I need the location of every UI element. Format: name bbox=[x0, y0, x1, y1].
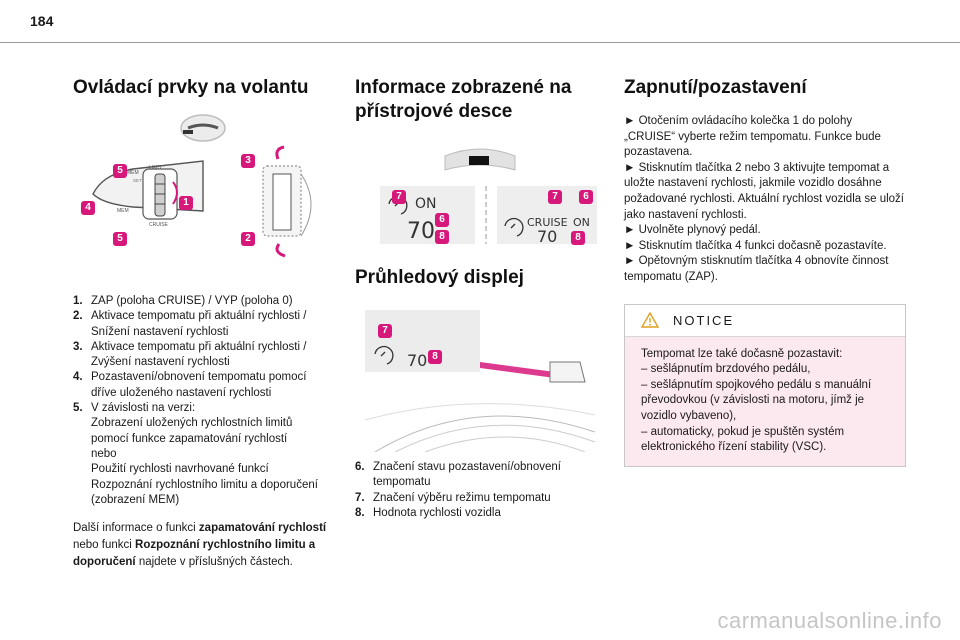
hud-svg: 70 bbox=[364, 310, 596, 453]
dashboard-illustration: ON 70 CRUISE ON 70 7 6 8 7 6 8 bbox=[355, 138, 605, 248]
badge-5-top: 5 bbox=[113, 164, 127, 178]
list-item: 8.Hodnota rychlosti vozidla bbox=[355, 506, 501, 519]
display-right-cruise: CRUISE bbox=[527, 216, 568, 229]
display-right-on: ON bbox=[573, 216, 590, 229]
hud-speed: 70 bbox=[407, 351, 427, 370]
badge-5-bottom: 5 bbox=[113, 232, 127, 246]
step-item: ► Uvolněte plynový pedál. bbox=[624, 224, 761, 237]
header-rule bbox=[0, 42, 960, 43]
badge-3: 3 bbox=[241, 154, 255, 168]
list-item: 1.ZAP (poloha CRUISE) / VYP (poloha 0) bbox=[73, 295, 293, 307]
step-item: ► Opětovným stisknutím tlačítka 4 obnoví… bbox=[624, 255, 889, 283]
stalk-limit-label: LIMIT bbox=[149, 165, 162, 171]
badge-8-left: 8 bbox=[435, 230, 449, 244]
badge-4: 4 bbox=[81, 201, 95, 215]
list-item: 3.Aktivace tempomatu při aktuální rychlo… bbox=[73, 340, 307, 369]
hud-display bbox=[365, 310, 480, 372]
badge-7-hud: 7 bbox=[378, 324, 392, 338]
more-info-paragraph: Další informace o funkci zapamatování ry… bbox=[73, 522, 327, 569]
section-title-steering-controls: Ovládací prvky na volantu bbox=[73, 77, 309, 98]
stalk-side-view bbox=[262, 145, 312, 258]
steering-controls-illustration: MEM MEM LIMIT CRUISE SET 5 4 5 1 3 2 bbox=[73, 114, 343, 264]
column-dashboard-info: Informace zobrazené na přístrojové desce… bbox=[355, 60, 605, 521]
step-item: ► Otočením ovládacího kolečka 1 do poloh… bbox=[624, 115, 881, 159]
badge-7-left: 7 bbox=[392, 190, 406, 204]
stalk-mem-bottom: MEM bbox=[117, 208, 129, 214]
list-item: 2.Aktivace tempomatu při aktuální rychlo… bbox=[73, 310, 307, 338]
section-title-hud: Průhledový displej bbox=[355, 267, 524, 288]
badge-8-hud: 8 bbox=[428, 350, 442, 364]
step-item: ► Stisknutím tlačítka 4 funkci dočasně p… bbox=[624, 239, 887, 252]
footer-watermark: carmanualsonline.info bbox=[717, 608, 942, 633]
column-steering-controls: Ovládací prvky na volantu MEM MEM LIMIT … bbox=[73, 60, 343, 571]
steering-wheel-icon bbox=[180, 114, 226, 142]
steering-controls-list: 1.ZAP (poloha CRUISE) / VYP (poloha 0) 2… bbox=[73, 294, 343, 508]
cruise-stalk: MEM MEM LIMIT CRUISE SET bbox=[92, 160, 204, 228]
display-left-on: ON bbox=[415, 196, 437, 212]
warning-triangle-icon bbox=[641, 312, 659, 328]
dashboard-svg: ON 70 CRUISE ON 70 bbox=[380, 148, 597, 246]
speedometer-icon-right bbox=[504, 217, 524, 237]
list-item: 4.Pozastavení/obnovení tempomatu pomocí … bbox=[73, 371, 307, 399]
speedometer-icon-hud bbox=[374, 345, 394, 365]
badge-6-right: 6 bbox=[579, 190, 593, 204]
section-title-activation: Zapnutí/pozastavení bbox=[624, 77, 807, 98]
list-item: 7.Značení výběru režimu tempomatu bbox=[355, 491, 551, 504]
dashboard-list: 6.Značení stavu pozastavení/obnovení tem… bbox=[355, 460, 605, 521]
badge-8-right: 8 bbox=[571, 231, 585, 245]
badge-2: 2 bbox=[241, 232, 255, 246]
dashboard-screen bbox=[469, 156, 489, 165]
step-item: ► Stisknutím tlačítka 2 nebo 3 aktivujte… bbox=[624, 161, 904, 221]
column-activation: Zapnutí/pozastavení ► Otočením ovládacíh… bbox=[624, 60, 906, 467]
badge-1: 1 bbox=[179, 196, 193, 210]
notice-header: NOTICE bbox=[625, 304, 905, 337]
notice-body: Tempomat lze také dočasně pozastavit: – … bbox=[641, 347, 872, 454]
section-title-dashboard: Informace zobrazené na přístrojové desce bbox=[355, 77, 572, 122]
display-left-speed: 70 bbox=[407, 219, 435, 244]
badge-7-right: 7 bbox=[548, 190, 562, 204]
list-item: 5.V závislosti na verzi: Zobrazení ulože… bbox=[73, 402, 318, 506]
stalk-cruise-label: CRUISE bbox=[149, 222, 169, 228]
stalk-mem-top: MEM bbox=[127, 170, 139, 176]
hud-illustration: 70 7 8 bbox=[355, 302, 605, 453]
activation-steps: ► Otočením ovládacího kolečka 1 do poloh… bbox=[624, 114, 906, 286]
stalk-illustration-svg: MEM MEM LIMIT CRUISE SET bbox=[92, 114, 312, 258]
list-item: 6.Značení stavu pozastavení/obnovení tem… bbox=[355, 461, 561, 489]
notice-box: NOTICE Tempomat lze také dočasně pozasta… bbox=[624, 303, 906, 467]
badge-6-left: 6 bbox=[435, 213, 449, 227]
notice-heading: NOTICE bbox=[673, 312, 735, 328]
stalk-set-label: SET bbox=[133, 178, 142, 183]
display-right-speed: 70 bbox=[537, 227, 557, 246]
page-number: 184 bbox=[30, 13, 54, 29]
